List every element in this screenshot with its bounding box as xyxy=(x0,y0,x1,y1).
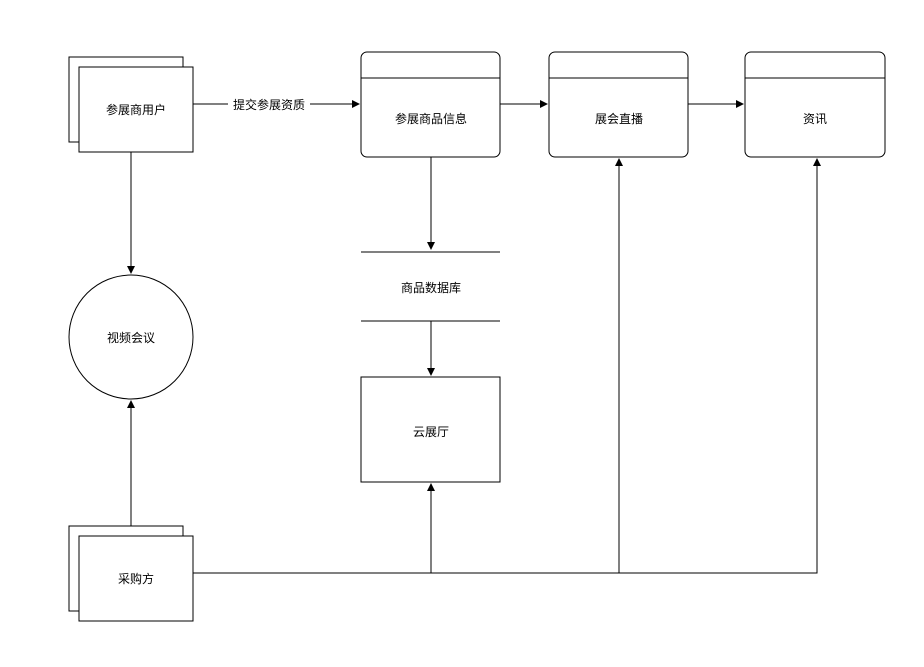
goods-db-label: 商品数据库 xyxy=(401,280,461,295)
edge-buyer-to-news xyxy=(193,158,821,574)
video-meeting-node[interactable]: 视频会议 xyxy=(68,274,194,400)
video-meeting-label: 视频会议 xyxy=(107,330,155,345)
edge-submit-label: 提交参展资质 xyxy=(233,97,305,112)
cloud-hall-node[interactable]: 云展厅 xyxy=(360,376,501,483)
edge-label-bg xyxy=(228,96,310,112)
goods-db-node[interactable]: 商品数据库 xyxy=(361,251,500,322)
exhibitor-goods-node[interactable]: 参展商品信息 xyxy=(360,51,501,158)
news-node[interactable]: 资讯 xyxy=(744,51,886,158)
exhibitor-user-label: 参展商用户 xyxy=(106,102,166,117)
cloud-hall-label: 云展厅 xyxy=(413,425,449,439)
buyer-label: 采购方 xyxy=(118,571,154,586)
buyer-node[interactable]: 采购方 xyxy=(68,525,194,622)
news-label: 资讯 xyxy=(803,112,827,126)
exhibitor-goods-label: 参展商品信息 xyxy=(395,111,467,126)
live-label: 展会直播 xyxy=(595,112,643,126)
exhibitor-user-node[interactable]: 参展商用户 xyxy=(68,56,194,153)
live-node[interactable]: 展会直播 xyxy=(548,51,689,158)
